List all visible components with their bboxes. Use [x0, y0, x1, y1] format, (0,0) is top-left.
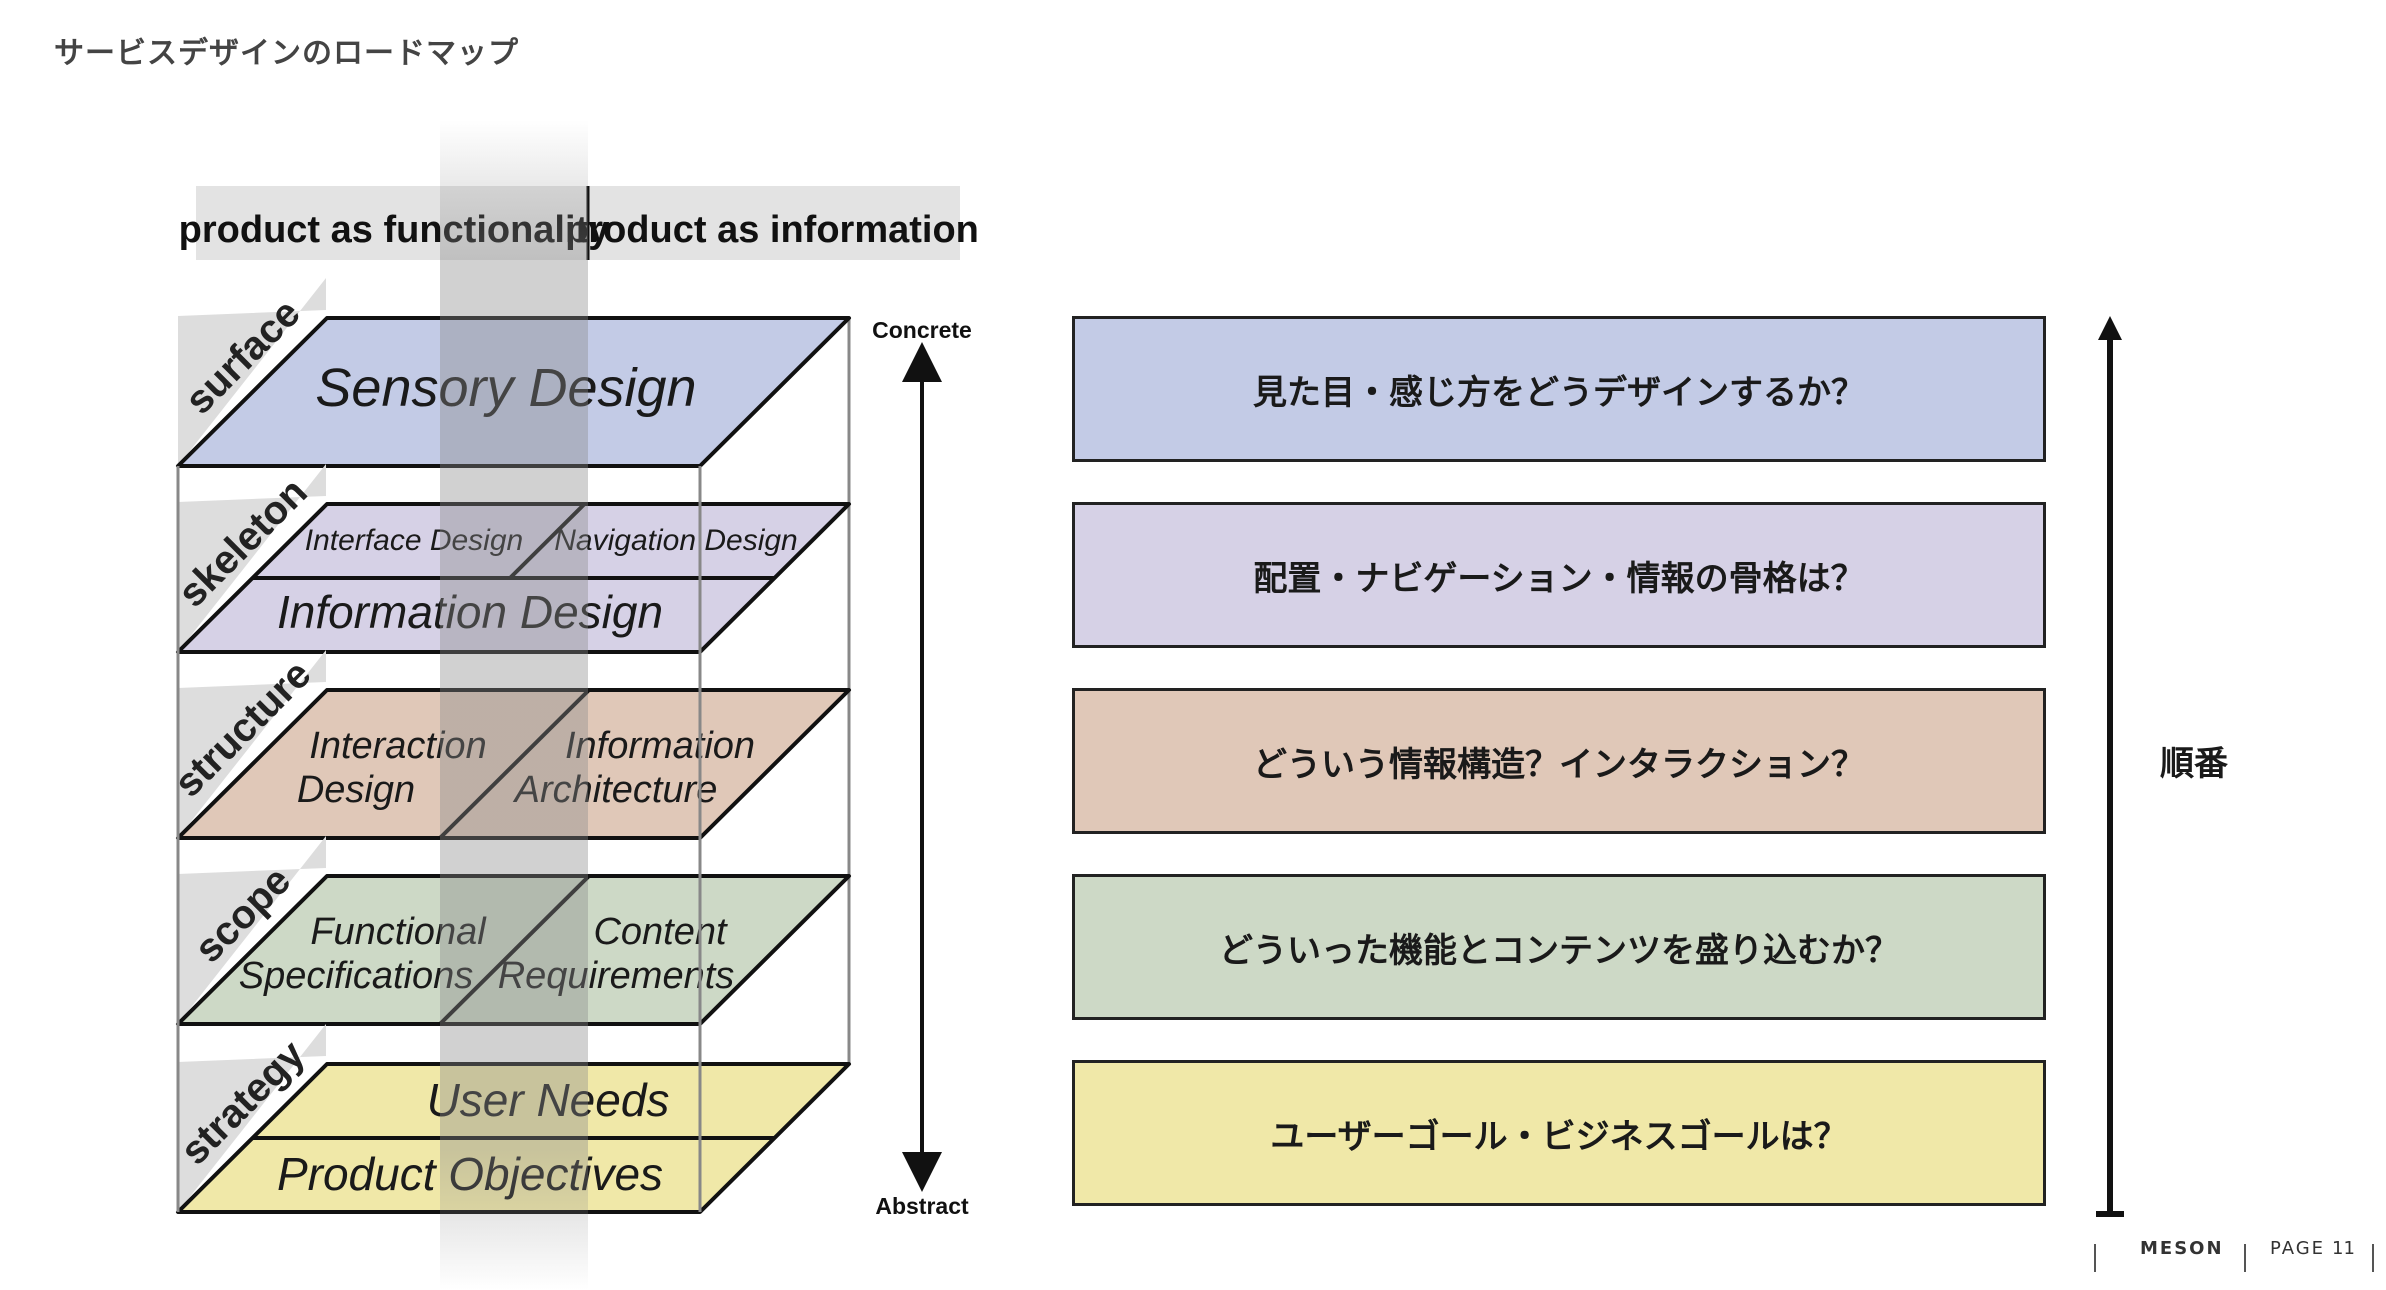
question-box: 見た目・感じ方をどうデザインするか？	[1072, 316, 2046, 462]
vertical-band	[440, 120, 588, 1290]
order-label: 順番	[2160, 744, 2228, 784]
header-right: product as information	[565, 209, 979, 251]
plane-text: Information	[565, 725, 755, 767]
planes-diagram: product as functionality product as info…	[166, 120, 979, 1290]
plane-text: Content	[593, 911, 728, 953]
plane-text: Design	[297, 769, 415, 811]
footer-brand: MESON	[2140, 1238, 2224, 1259]
plane-label-tab	[178, 650, 326, 838]
plane-text: Specifications	[239, 955, 473, 997]
plane-label-tab	[178, 278, 326, 466]
footer-divider	[2372, 1244, 2374, 1272]
question-box: ユーザーゴール・ビジネスゴールは？	[1072, 1060, 2046, 1206]
axis-bottom-label: Abstract	[875, 1193, 969, 1219]
axis-top-label: Concrete	[872, 317, 972, 343]
footer-page-number: 11	[2332, 1238, 2355, 1259]
question-box: どういう情報構造？インタラクション？	[1072, 688, 2046, 834]
plane-label-tab	[178, 464, 326, 652]
footer-divider	[2094, 1244, 2096, 1272]
page-title: サービスデザインのロードマップ	[54, 36, 519, 71]
plane-label-tab	[178, 1024, 326, 1212]
plane-text: Navigation Design	[554, 524, 797, 557]
order-arrow	[2096, 316, 2124, 1217]
footer-page-label: PAGE	[2270, 1238, 2326, 1259]
question-box: 配置・ナビゲーション・情報の骨格は？	[1072, 502, 2046, 648]
question-box: どういった機能とコンテンツを盛り込むか？	[1072, 874, 2046, 1020]
plane-label-tab	[178, 836, 326, 1024]
footer-divider	[2244, 1244, 2246, 1272]
front-frame	[176, 466, 702, 1212]
